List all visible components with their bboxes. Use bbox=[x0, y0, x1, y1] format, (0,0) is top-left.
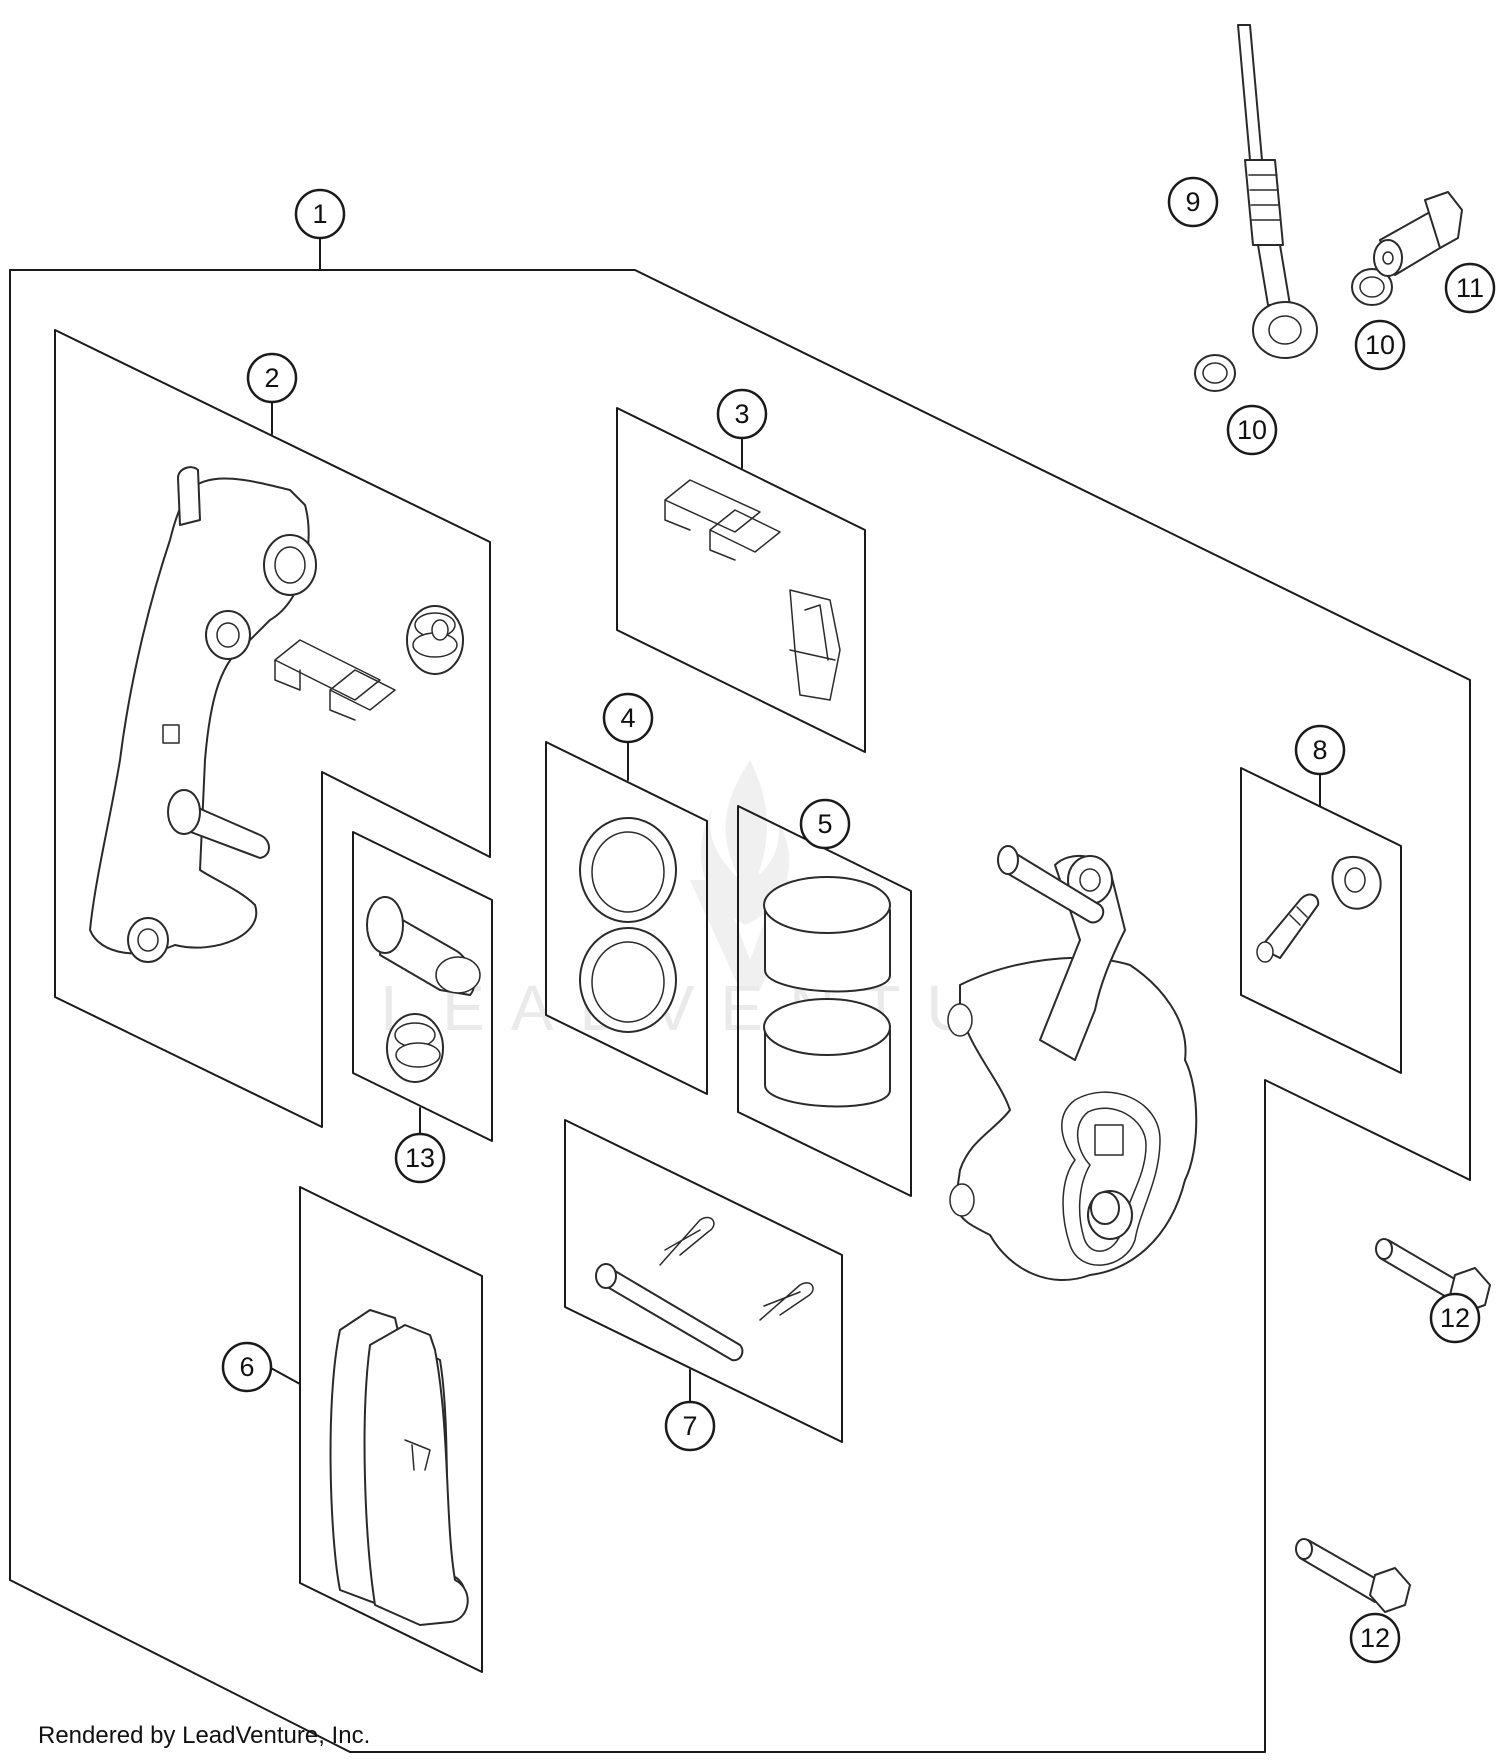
svg-text:7: 7 bbox=[682, 1411, 697, 1441]
bleeder-valve-and-cap bbox=[1256, 855, 1382, 963]
pistons bbox=[763, 876, 891, 1108]
piston-seals bbox=[579, 817, 677, 1033]
callout-11: 11 bbox=[1444, 262, 1496, 314]
svg-text:4: 4 bbox=[620, 703, 635, 733]
leader-6 bbox=[268, 1366, 301, 1385]
callout-5: 5 bbox=[799, 798, 851, 850]
pad-spring bbox=[664, 479, 781, 561]
footer-credit: Rendered by LeadVenture, Inc. bbox=[38, 1722, 371, 1749]
slide-pin-and-boot bbox=[366, 896, 481, 1083]
panel-8 bbox=[1240, 767, 1402, 1074]
sealing-ring-upper bbox=[1351, 268, 1393, 306]
banjo-bolt bbox=[1373, 191, 1463, 277]
callout-7: 7 bbox=[664, 1400, 716, 1452]
svg-text:10: 10 bbox=[1237, 415, 1267, 445]
callout-9: 9 bbox=[1167, 176, 1219, 228]
callout-10-upper: 10 bbox=[1354, 319, 1406, 371]
callout-13: 13 bbox=[394, 1132, 446, 1184]
callout-12-upper: 12 bbox=[1429, 1292, 1481, 1344]
caliper-support-bracket bbox=[89, 466, 317, 963]
brake-hose-banjo bbox=[1237, 24, 1318, 359]
screw-lower bbox=[1295, 1538, 1411, 1613]
panel-7 bbox=[564, 1119, 843, 1443]
panel-6 bbox=[299, 1186, 483, 1673]
svg-text:9: 9 bbox=[1185, 187, 1200, 217]
panel-3 bbox=[616, 407, 866, 753]
callout-10-lower: 10 bbox=[1226, 404, 1278, 456]
svg-text:2: 2 bbox=[264, 363, 279, 393]
panel-4 bbox=[545, 741, 708, 1095]
callout-2: 2 bbox=[246, 352, 298, 404]
svg-text:12: 12 bbox=[1440, 1303, 1470, 1333]
svg-text:13: 13 bbox=[405, 1143, 435, 1173]
watermark-flame-icon bbox=[700, 760, 790, 925]
svg-text:12: 12 bbox=[1360, 1623, 1390, 1653]
panel-13 bbox=[352, 831, 493, 1142]
brake-pads bbox=[329, 1309, 469, 1626]
pad-clip bbox=[789, 589, 841, 701]
svg-text:5: 5 bbox=[817, 809, 832, 839]
callout-1: 1 bbox=[294, 188, 346, 240]
svg-text:3: 3 bbox=[734, 399, 749, 429]
callout-12-lower: 12 bbox=[1349, 1612, 1401, 1664]
pad-pin-and-clips bbox=[595, 1216, 814, 1362]
svg-text:8: 8 bbox=[1312, 735, 1327, 765]
svg-text:6: 6 bbox=[239, 1352, 254, 1382]
callout-6: 6 bbox=[221, 1341, 273, 1393]
callout-4: 4 bbox=[602, 692, 654, 744]
svg-text:11: 11 bbox=[1456, 273, 1484, 303]
panel-2 bbox=[54, 329, 491, 1128]
pad-spring-in-panel-2 bbox=[274, 639, 396, 721]
sealing-ring-lower bbox=[1194, 354, 1236, 392]
svg-text:1: 1 bbox=[312, 199, 327, 229]
caliper-housing bbox=[947, 845, 1198, 1281]
slide-boot-in-panel-2 bbox=[406, 605, 464, 675]
callout-8: 8 bbox=[1294, 724, 1346, 776]
kit-outline-1 bbox=[9, 269, 1471, 1753]
callout-3: 3 bbox=[716, 388, 768, 440]
svg-text:10: 10 bbox=[1365, 330, 1395, 360]
panel-5 bbox=[737, 805, 912, 1197]
